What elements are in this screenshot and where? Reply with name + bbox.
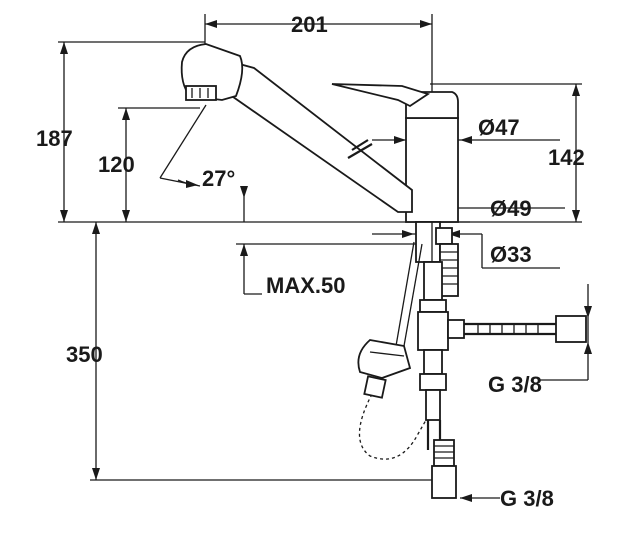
pull-out-hose xyxy=(358,241,427,460)
dimension-187 xyxy=(58,41,205,222)
valve-assembly xyxy=(417,261,587,421)
dim-label-g38-side: G 3/8 xyxy=(488,372,542,397)
dim-label-max50: MAX.50 xyxy=(266,273,345,298)
dim-label-187: 187 xyxy=(36,126,73,151)
bottom-supply-hose xyxy=(426,420,457,499)
dim-label-d47: Ø47 xyxy=(478,115,520,140)
faucet-body xyxy=(180,43,459,223)
dimension-120 xyxy=(118,107,200,222)
dim-label-d49: Ø49 xyxy=(490,196,532,221)
dim-label-120: 120 xyxy=(98,152,135,177)
angle-27-indicator xyxy=(159,104,248,222)
dim-label-d33: Ø33 xyxy=(490,242,532,267)
dimension-g38-side xyxy=(540,284,592,381)
hose-counterweight xyxy=(357,339,412,399)
dimension-g38-bottom xyxy=(460,494,500,502)
dimension-max50 xyxy=(236,243,440,295)
dim-label-g38-bottom: G 3/8 xyxy=(500,486,554,511)
dim-label-350: 350 xyxy=(66,342,103,367)
angle-label: 27° xyxy=(202,166,235,191)
dimension-d33 xyxy=(372,230,560,269)
dim-label-142: 142 xyxy=(548,145,585,170)
dimension-d47 xyxy=(372,136,560,144)
dim-label-201: 201 xyxy=(291,12,328,37)
dimension-142 xyxy=(430,83,582,223)
dimension-350 xyxy=(90,222,440,481)
